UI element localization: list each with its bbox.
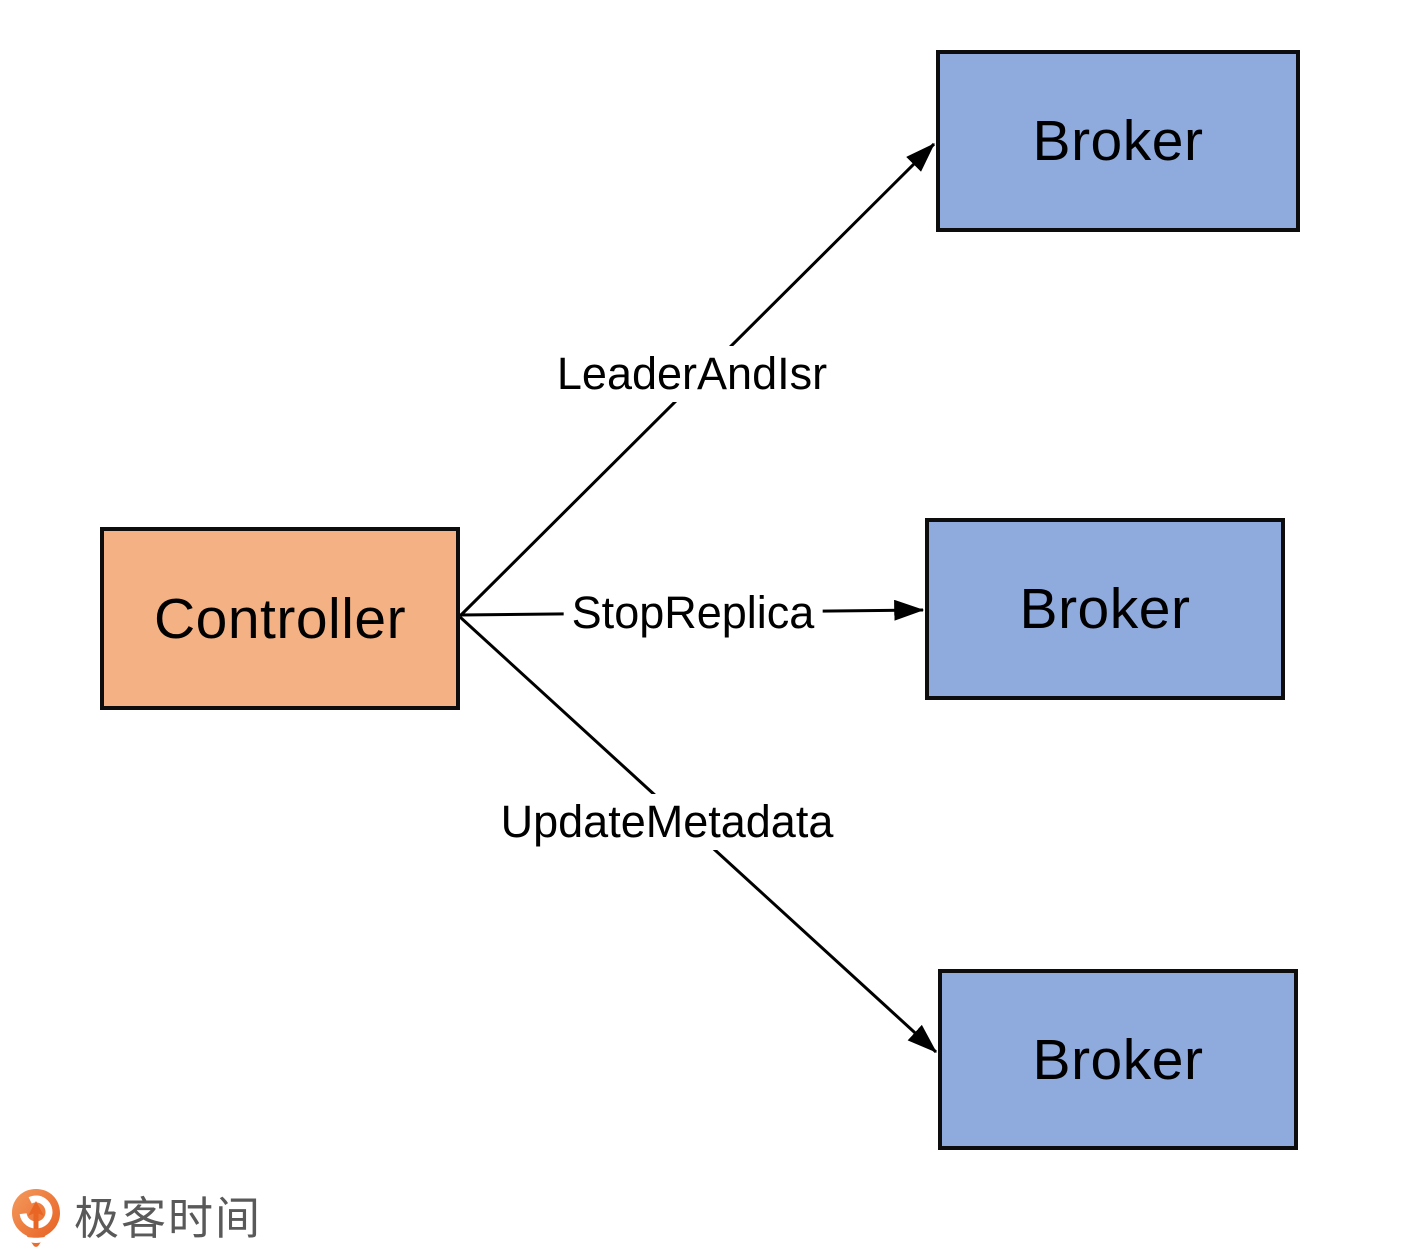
broker-top-label: Broker — [1032, 109, 1204, 173]
edge-label-stopreplica: StopReplica — [563, 585, 823, 641]
controller-node: Controller — [100, 527, 460, 710]
geektime-logo-text: 极客时间 — [74, 1192, 263, 1244]
edge-label-updatemetadata: UpdateMetadata — [492, 794, 842, 850]
geektime-logo-icon — [10, 1188, 62, 1248]
edge-label-leaderandisr: LeaderAndIsr — [548, 346, 836, 402]
broker-bottom-label: Broker — [1032, 1027, 1204, 1092]
broker-middle-label: Broker — [1019, 577, 1191, 641]
broker-node-middle: Broker — [925, 518, 1285, 700]
controller-label: Controller — [153, 586, 407, 651]
broker-node-top: Broker — [936, 50, 1300, 232]
brand-footer: 极客时间 — [10, 1188, 262, 1248]
broker-node-bottom: Broker — [938, 969, 1298, 1150]
